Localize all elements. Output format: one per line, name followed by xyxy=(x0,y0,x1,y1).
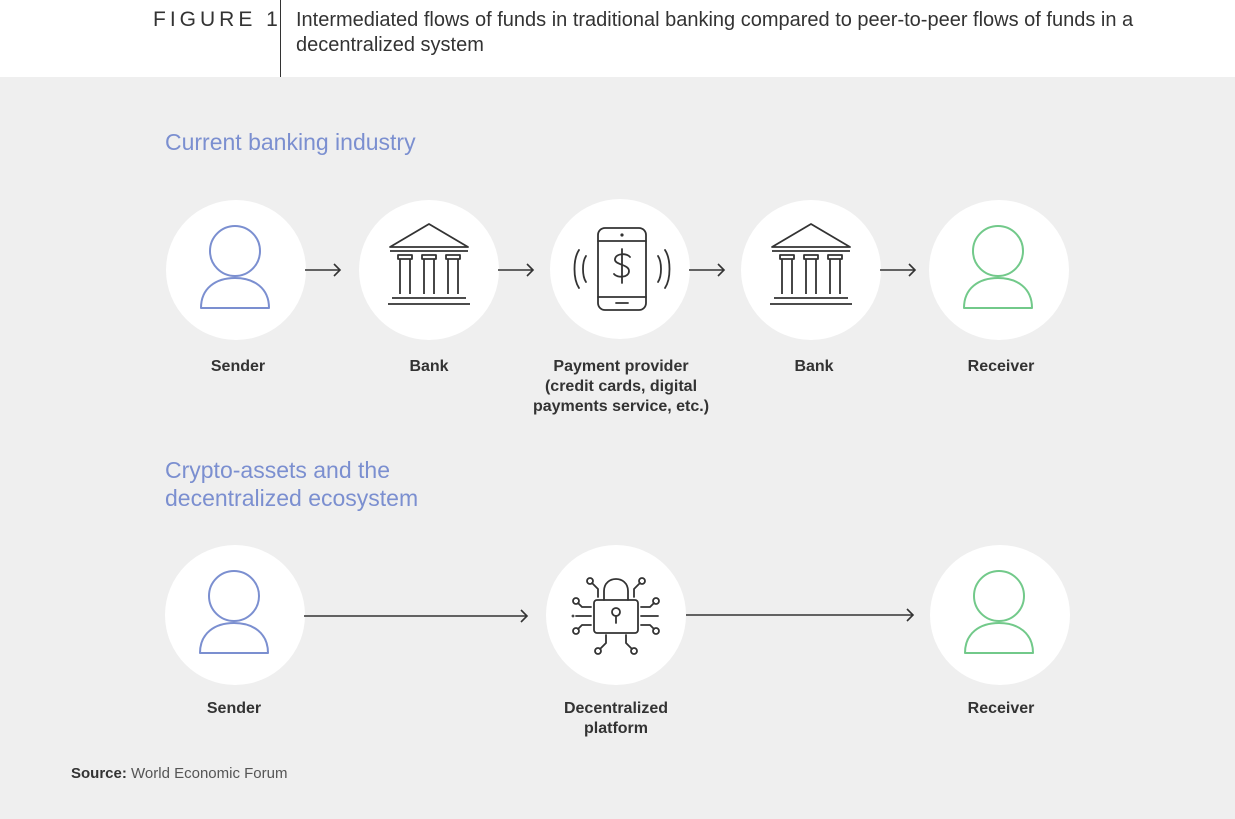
figure-label: FIGURE 1 xyxy=(153,8,282,31)
node-bank-1 xyxy=(359,200,499,340)
label-payment-provider: Payment provider (credit cards, digital … xyxy=(510,357,732,417)
node-sender xyxy=(166,200,306,340)
node-crypto-receiver xyxy=(930,545,1070,685)
label-crypto-sender: Sender xyxy=(206,700,262,717)
section-title-current: Current banking industry xyxy=(165,129,416,155)
sender-person-icon xyxy=(199,570,269,654)
figure-title: Intermediated flows of funds in traditio… xyxy=(296,9,1134,56)
arrow-bank-payment xyxy=(498,262,536,283)
circuit-lock-icon xyxy=(571,577,660,655)
label-payment-provider-line2: (credit cards, digital xyxy=(544,378,698,395)
node-payment-provider xyxy=(550,199,690,339)
section-title-crypto: Crypto-assets and the decentralized ecos… xyxy=(165,456,418,512)
label-payment-provider-line3: payments service, etc.) xyxy=(532,398,710,415)
sender-person-icon xyxy=(200,225,270,309)
source-label: Source: xyxy=(71,765,127,782)
node-crypto-sender xyxy=(165,545,305,685)
source-text: World Economic Forum xyxy=(131,765,288,782)
header-divider xyxy=(280,0,281,77)
label-platform-line2: platform xyxy=(584,720,648,737)
section-title-crypto-line2: decentralized ecosystem xyxy=(165,485,419,511)
label-sender: Sender xyxy=(210,358,266,375)
figure-header: FIGURE 1 Intermediated flows of funds in… xyxy=(0,0,1235,77)
source-note: Source: World Economic Forum xyxy=(71,765,287,782)
label-crypto-receiver: Receiver xyxy=(967,700,1035,717)
node-bank-2 xyxy=(741,200,881,340)
label-platform-line1: Decentralized xyxy=(563,700,669,717)
label-payment-provider-line1: Payment provider xyxy=(553,358,689,375)
arrow-payment-bank xyxy=(689,262,727,283)
label-receiver: Receiver xyxy=(967,358,1035,375)
node-decentralized-platform xyxy=(546,545,686,685)
mobile-payment-icon xyxy=(573,227,671,311)
node-receiver xyxy=(929,200,1069,340)
section-title-crypto-line1: Crypto-assets and the xyxy=(165,457,391,483)
arrow-sender-bank xyxy=(305,262,343,283)
bank-icon xyxy=(388,223,470,305)
label-bank-1: Bank xyxy=(409,358,449,375)
arrow-sender-platform xyxy=(304,608,530,629)
bank-icon xyxy=(770,223,852,305)
label-bank-2: Bank xyxy=(794,358,834,375)
arrow-platform-receiver xyxy=(686,607,916,628)
label-decentralized-platform: Decentralized platform xyxy=(534,699,698,739)
receiver-person-icon xyxy=(963,225,1033,309)
receiver-person-icon xyxy=(964,570,1034,654)
arrow-bank-receiver xyxy=(880,262,918,283)
